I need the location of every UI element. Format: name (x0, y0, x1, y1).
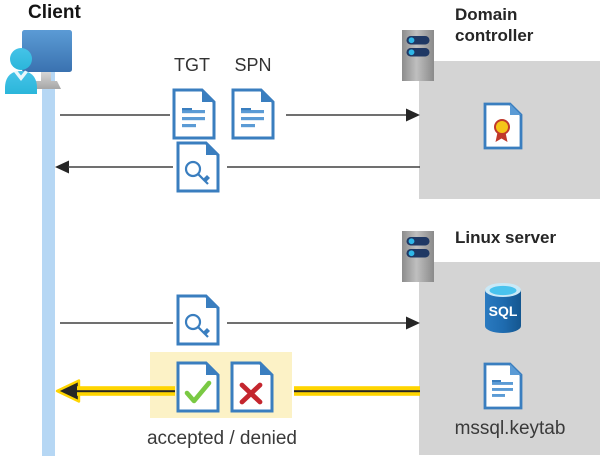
domain-controller-title-line2: controller (455, 26, 534, 45)
keytab-document-icon (483, 362, 523, 410)
server-rack-icon (402, 231, 434, 282)
flow-arrow-request-tgt-spn (60, 108, 420, 122)
flow-arrow-auth-result (55, 379, 420, 403)
denied-document-icon (230, 361, 274, 413)
client-timeline-lane (42, 70, 55, 456)
key-document-icon (176, 141, 220, 193)
server-rack-icon (402, 30, 434, 81)
flow-arrow-issue-service-ticket (55, 160, 420, 174)
key-document-icon (176, 294, 220, 346)
flow-arrow-present-ticket (60, 316, 420, 330)
svg-text:SQL: SQL (489, 303, 518, 319)
certificate-document-icon (483, 102, 523, 150)
spn-label: SPN (234, 55, 272, 75)
user-with-monitor-icon (5, 30, 72, 94)
sql-database-icon: SQL (485, 283, 521, 333)
keytab-filename-label: mssql.keytab (454, 418, 566, 439)
domain-controller-title: Domain controller (455, 4, 600, 46)
text-document-icon (172, 88, 216, 140)
client-label: Client (28, 2, 81, 23)
text-document-icon (231, 88, 275, 140)
accepted-document-icon (176, 361, 220, 413)
domain-controller-title-line1: Domain (455, 5, 518, 24)
auth-result-caption: accepted / denied (146, 428, 297, 449)
linux-server-title: Linux server (455, 228, 557, 247)
tgt-label: TGT (174, 55, 210, 75)
